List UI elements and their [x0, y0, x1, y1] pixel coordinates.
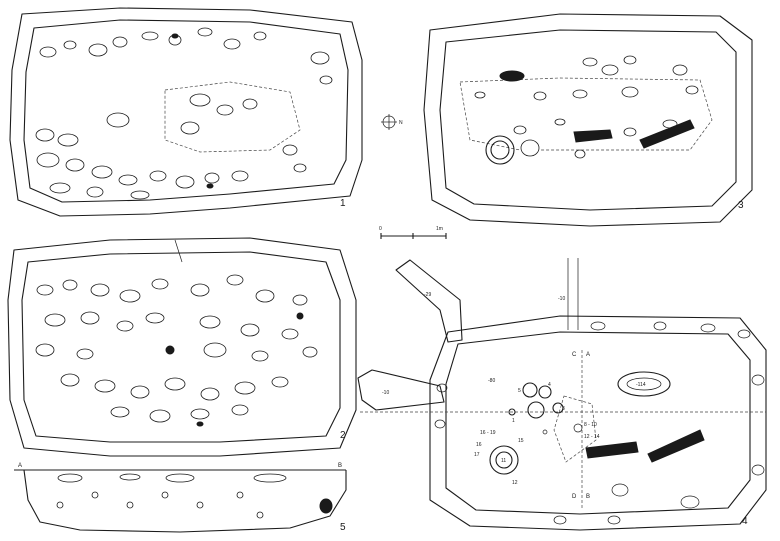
- panel-4-number: 4: [742, 516, 748, 527]
- plan-4-depth-main: -80: [488, 378, 495, 384]
- plan-1-inner-edge: [23, 19, 349, 203]
- plan-4-inner-edge: [445, 331, 751, 515]
- scale-bar: 0 1m: [379, 226, 447, 239]
- plan-3: 3: [423, 13, 753, 227]
- north-arrow-letter: N: [399, 120, 403, 126]
- panel-5-number: 5: [340, 522, 346, 533]
- plan-4-feature-8-10: 8 - 10: [584, 422, 597, 428]
- plan-4-feature-4: 4: [548, 382, 551, 388]
- plan-4-features: [489, 382, 705, 475]
- plan-4-hearth: [617, 371, 671, 397]
- section-5-objects: [56, 473, 333, 519]
- plan-4: C A D B -80 -10 -29 -10 -114 5 4 3 1 8 -…: [357, 258, 767, 531]
- plan-1-stones: [35, 27, 333, 200]
- plan-4-feature-5: 5: [518, 388, 521, 394]
- plan-4-feature-1: 1: [512, 418, 515, 424]
- panel-3-number: 3: [738, 200, 744, 211]
- plan-4-feature-12-14: 12 - 14: [584, 434, 600, 440]
- panel-1-number: 1: [340, 198, 346, 209]
- plan-3-stones: [474, 55, 699, 165]
- plan-4-feature-11: 11: [501, 458, 506, 464]
- section-label-a-plan4: A: [586, 352, 590, 358]
- plan-3-outer-wall: [423, 13, 753, 227]
- plan-4-depth-hearth: -114: [636, 382, 646, 388]
- plan-3-dashed-zone: [459, 77, 713, 151]
- plan-1-dashed-zone: [164, 81, 301, 153]
- plan-2-north-marker: [174, 239, 183, 263]
- plan-4-feature-3: 3: [562, 406, 565, 412]
- section-label-d: D: [572, 494, 577, 500]
- plan-2-stones: [35, 274, 318, 427]
- plan-1: 1: [9, 7, 363, 217]
- plan-2-outer-wall: [7, 237, 357, 457]
- panel-2-number: 2: [340, 430, 346, 441]
- plan-2-inner-edge: [21, 251, 341, 443]
- plan-4-feature-16: 16: [476, 442, 482, 448]
- plan-4-w-ramp: [357, 369, 445, 411]
- section-label-a: A: [18, 463, 22, 469]
- section-5-profile: [23, 469, 347, 533]
- plan-4-depth-nw-ramp: -29: [424, 292, 431, 298]
- scale-bar-start: 0: [379, 226, 382, 232]
- plan-3-inner-edge: [439, 29, 737, 211]
- north-arrow: N: [381, 114, 403, 130]
- plan-4-nw-ramp: [395, 259, 463, 343]
- scale-bar-end: 1m: [436, 226, 443, 232]
- section-label-b-plan4: B: [586, 494, 590, 500]
- plan-4-depth-west: -10: [382, 390, 389, 396]
- plan-4-feature-12: 12: [512, 480, 518, 486]
- plan-2: 2: [7, 237, 357, 457]
- plan-4-feature-15: 15: [518, 438, 524, 444]
- plan-4-feature-17: 17: [474, 452, 480, 458]
- plan-4-feature-16-19: 16 - 19: [480, 430, 496, 436]
- section-label-b: B: [338, 463, 342, 469]
- plan-4-outer-wall: [429, 315, 767, 531]
- plan-4-depth-north: -10: [558, 296, 565, 302]
- plan-4-wall-markers: [434, 321, 765, 525]
- section-5: A B 5: [14, 463, 347, 533]
- plan-1-outer-wall: [9, 7, 363, 217]
- section-label-c: C: [572, 352, 577, 358]
